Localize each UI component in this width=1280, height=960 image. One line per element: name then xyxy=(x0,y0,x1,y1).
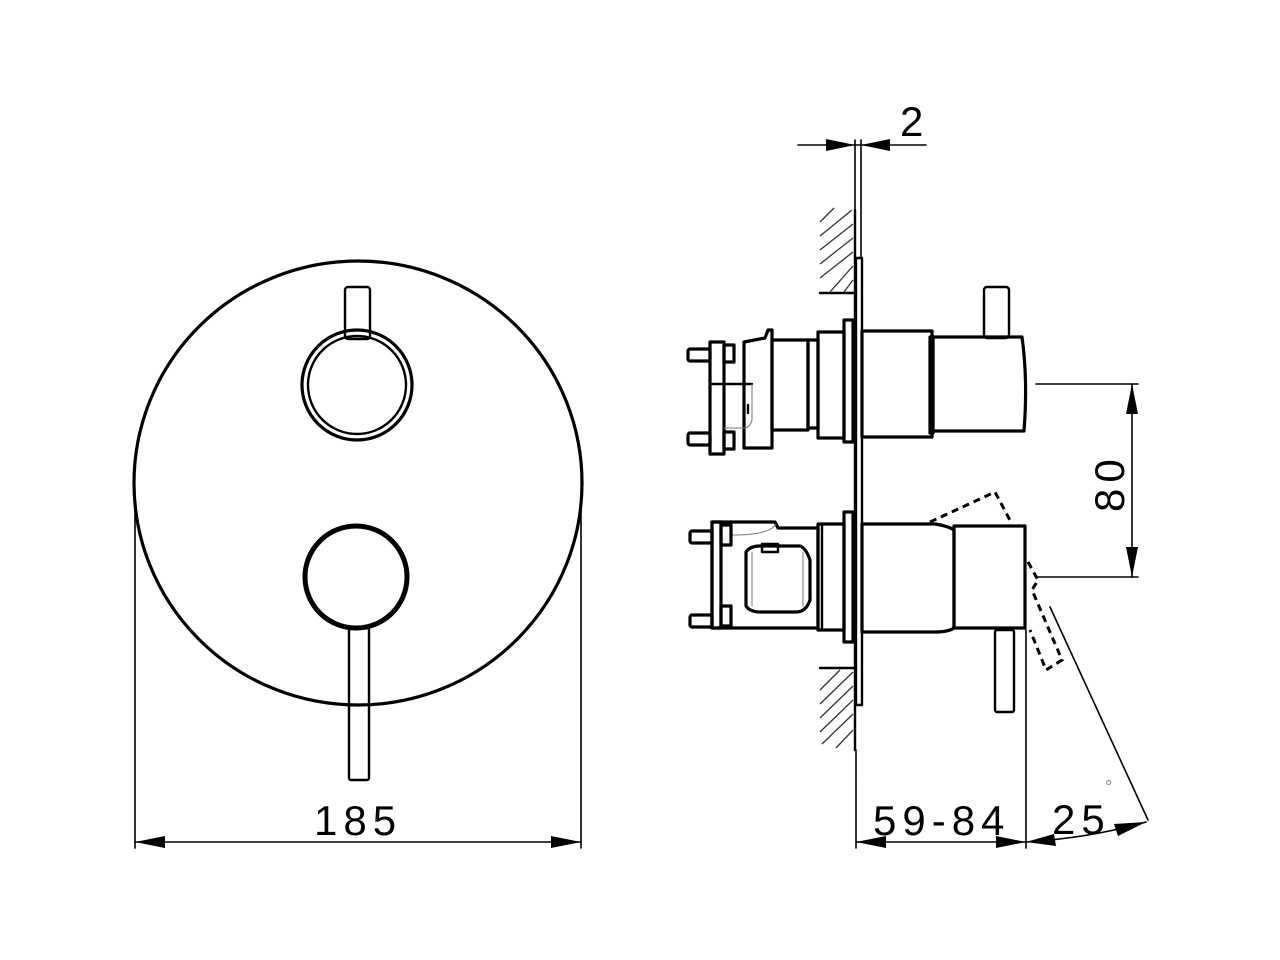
cover-plate-profile xyxy=(854,139,864,781)
dimension-plate-thickness: 2 xyxy=(797,98,929,151)
dimension-label-59-84: 59-84 xyxy=(873,797,1010,844)
dimension-projection-range: 59-84 xyxy=(855,797,1027,848)
degree-symbol: ° xyxy=(1105,777,1112,797)
thermostat-body-profile xyxy=(686,285,1028,456)
diverter-knob xyxy=(302,523,410,782)
dimension-label-25: 25 xyxy=(1052,796,1111,843)
wall-section-upper xyxy=(818,207,858,295)
dimension-lever-rotation: 25 ° xyxy=(1025,606,1149,846)
wall-section-lower xyxy=(818,666,858,749)
dimension-plate-diameter: 185 xyxy=(134,797,582,848)
thermostat-knob xyxy=(300,285,414,442)
dimension-label-185: 185 xyxy=(314,797,402,844)
dimension-label-2: 2 xyxy=(900,98,929,145)
dimension-label-80: 80 xyxy=(1086,453,1133,512)
side-view: 2 80 59-84 25 ° xyxy=(686,98,1149,849)
diverter-body-profile xyxy=(688,490,1064,714)
cover-plate-outline xyxy=(132,259,584,707)
dimension-handle-spacing: 80 xyxy=(1035,383,1139,578)
front-view: 185 xyxy=(132,259,584,849)
